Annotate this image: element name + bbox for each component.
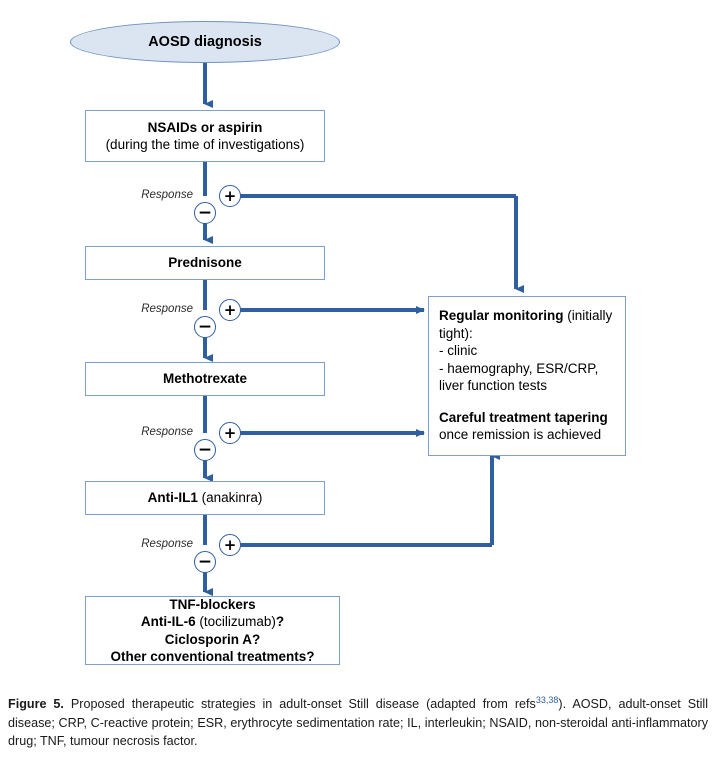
monitoring-heading-line2: tight): [439, 325, 473, 341]
node-nsaids-or-aspirin: NSAIDs or aspirin (during the time of in… [85, 110, 325, 162]
node-other-line2: Anti-IL-6 (tocilizumab)? [141, 613, 284, 630]
plus-marker-1: + [219, 185, 241, 207]
caption-text-part1: Proposed therapeutic strategies in adult… [63, 697, 536, 712]
figure-caption: Figure 5. Proposed therapeutic strategie… [8, 694, 708, 751]
node-nsaids-line1: NSAIDs or aspirin [147, 119, 263, 135]
caption-text-part2: ). AOSD, adult-onset Still disease; CRP,… [8, 697, 708, 749]
node-anti-il1: Anti-IL1 (anakinra) [85, 481, 325, 515]
node-other-line3: Ciclosporin A? [164, 631, 261, 647]
plus-marker-3: + [219, 422, 241, 444]
caption-figure-number: Figure 5. [8, 697, 64, 712]
response-label-4: Response [141, 538, 193, 550]
monitoring-bullet-1: - clinic [439, 343, 478, 359]
node-prednisone-label: Prednisone [168, 255, 242, 271]
node-other-line2-mid: (tocilizumab) [195, 614, 276, 630]
node-regular-monitoring: Regular monitoring (initially tight): - … [428, 296, 626, 456]
node-other-line2-bold: Anti-IL-6 [140, 614, 196, 630]
node-prednisone: Prednisone [85, 246, 325, 280]
node-other-line2-end: ? [275, 614, 285, 630]
monitoring-tapering-heading: Careful treatment tapering [439, 409, 608, 425]
monitoring-heading-bold: Regular monitoring [439, 308, 564, 323]
node-other-treatments: TNF-blockers Anti-IL-6 (tocilizumab)? Ci… [85, 596, 340, 665]
caption-reference-superscript: 33,38 [535, 695, 559, 705]
plus-marker-4: + [219, 534, 241, 556]
node-aosd-diagnosis-label: AOSD diagnosis [148, 34, 262, 50]
response-label-1: Response [141, 189, 193, 201]
monitoring-bullet-3: liver function tests [439, 378, 548, 394]
minus-marker-1: − [194, 202, 216, 224]
monitoring-bullet-2: - haemography, ESR/CRP, [439, 360, 599, 376]
minus-marker-2: − [194, 316, 216, 338]
node-anti-il1-label-rest: (anakinra) [197, 490, 263, 506]
node-nsaids-line2: (during the time of investigations) [105, 137, 305, 152]
plus-marker-2: + [219, 299, 241, 321]
flow-connectors [203, 62, 524, 596]
node-other-line4: Other conventional treatments? [110, 648, 315, 664]
minus-marker-3: − [194, 439, 216, 461]
node-aosd-diagnosis: AOSD diagnosis [70, 21, 340, 63]
response-label-2: Response [141, 303, 193, 315]
node-anti-il1-label: Anti-IL1 (anakinra) [148, 489, 263, 506]
node-anti-il1-label-bold: Anti-IL1 [147, 490, 198, 506]
response-label-3: Response [141, 426, 193, 438]
node-other-line1: TNF-blockers [169, 596, 256, 612]
monitoring-heading: Regular monitoring (initially [439, 307, 616, 325]
monitoring-tapering-text: once remission is achieved [439, 427, 602, 443]
monitoring-spacer [439, 395, 616, 409]
node-methotrexate: Methotrexate [85, 362, 325, 396]
monitoring-heading-rest: (initially [563, 308, 613, 323]
minus-marker-4: − [194, 551, 216, 573]
node-methotrexate-label: Methotrexate [162, 371, 248, 387]
